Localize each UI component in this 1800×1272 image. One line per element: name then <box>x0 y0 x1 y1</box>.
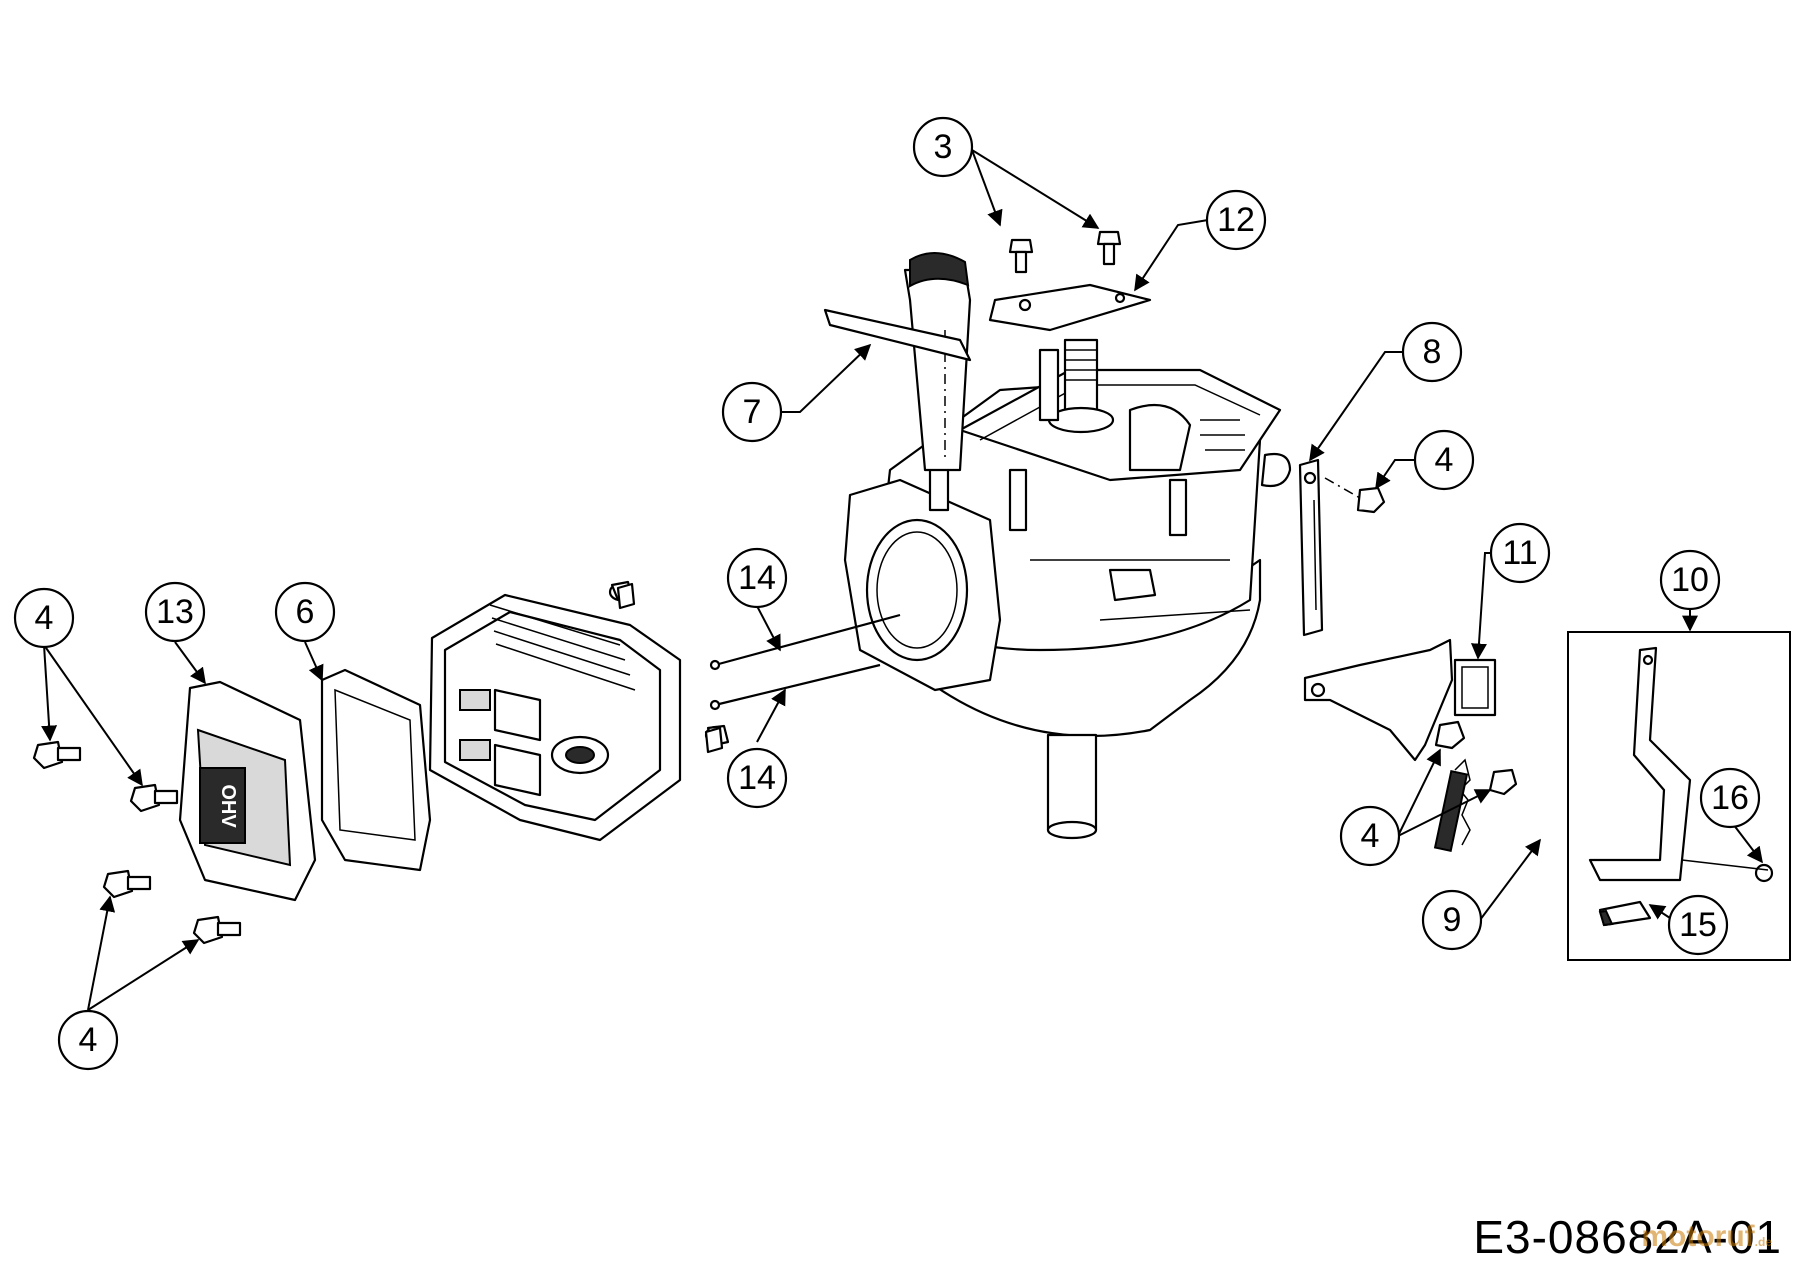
callout-11: 11 <box>1489 522 1551 584</box>
callout-7: 7 <box>721 381 783 443</box>
watermark-text: motoruf <box>1641 1220 1755 1253</box>
callout-4-label: 4 <box>1435 441 1454 479</box>
callout-12-label: 12 <box>1217 201 1255 239</box>
bolts-4-left <box>32 740 242 945</box>
push-rods <box>616 582 901 754</box>
control-plate <box>1303 638 1497 762</box>
callout-16-label: 16 <box>1711 779 1749 817</box>
callout-8-label: 8 <box>1423 333 1442 371</box>
callout-11-label: 11 <box>1502 534 1537 572</box>
callout-14-label: 14 <box>738 559 776 597</box>
callout-4-right-lower: 4 <box>1339 805 1401 867</box>
callout-14-upper: 14 <box>726 547 788 609</box>
callout-3-label: 3 <box>934 128 953 166</box>
callout-16: 16 <box>1699 767 1761 829</box>
callout-9-label: 9 <box>1443 901 1462 939</box>
dipstick-bracket <box>823 308 972 362</box>
engine-block <box>843 252 1292 840</box>
spring <box>1433 758 1518 852</box>
callout-13-label: 13 <box>156 593 194 631</box>
callout-15-label: 15 <box>1679 906 1717 944</box>
callout-9: 9 <box>1421 889 1483 951</box>
callout-4-label: 4 <box>79 1021 98 1059</box>
valve-cover: OHV <box>178 680 317 902</box>
callout-4-left-lower: 4 <box>57 1009 119 1071</box>
cylinder-head <box>428 580 730 842</box>
callout-4-right-upper: 4 <box>1413 429 1475 491</box>
watermark-logo: motoruf.de <box>1641 1220 1772 1254</box>
drawing-code: E3-08682A-01 <box>1473 1211 1782 1263</box>
lever-assembly-box <box>1567 631 1791 961</box>
callout-13: 13 <box>144 581 206 643</box>
callout-10: 10 <box>1659 549 1721 611</box>
callout-10-label: 10 <box>1671 561 1709 599</box>
head-gasket <box>320 668 432 872</box>
callout-3: 3 <box>912 116 974 178</box>
governor-bracket <box>988 283 1152 332</box>
callout-4-left-upper: 4 <box>13 587 75 649</box>
callout-14-lower: 14 <box>726 747 788 809</box>
callout-6: 6 <box>274 581 336 643</box>
watermark-suffix: .de <box>1754 1235 1772 1249</box>
callout-8: 8 <box>1401 321 1463 383</box>
governor-strap <box>1298 458 1386 637</box>
callout-14-label: 14 <box>738 759 776 797</box>
callout-4-label: 4 <box>35 599 54 637</box>
bolts-3 <box>1008 230 1122 274</box>
callout-6-label: 6 <box>296 593 315 631</box>
leader-lines <box>41 149 1763 1011</box>
callout-15: 15 <box>1667 894 1729 956</box>
callout-12: 12 <box>1205 189 1267 251</box>
callout-7-label: 7 <box>743 393 762 431</box>
valve-cover-label: OHV <box>217 784 239 828</box>
callout-4-label: 4 <box>1361 817 1380 855</box>
